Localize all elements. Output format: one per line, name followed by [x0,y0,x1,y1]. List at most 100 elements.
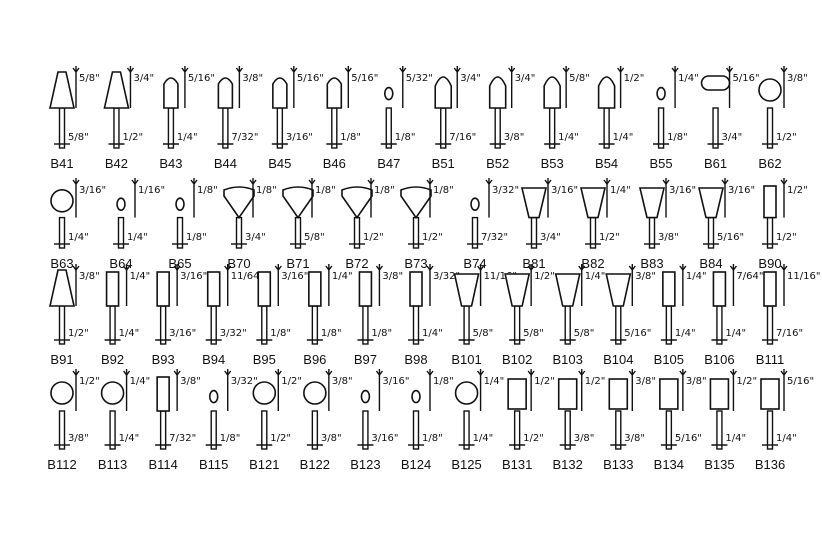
tool-item: 5/16"1/8"B46 [323,66,378,171]
head-dimension: 1/8" [256,185,277,196]
arrow-down-icon [780,179,788,186]
head-dimension: 3/32" [492,185,519,196]
shank-dimension: 1/4" [119,433,140,444]
tool-item: 3/32"1/8"B115 [199,369,258,472]
shank-dimension: 1/4" [725,328,746,339]
inverted-cone-head [554,273,581,307]
tool-code: B73 [404,256,427,271]
cylinder-head [105,271,120,307]
arrow-down-icon [477,370,485,377]
tool-item: 11/16"5/8"B101 [451,264,517,367]
shank-dimension: 5/8" [523,328,544,339]
tool-code: B97 [354,352,377,367]
arrow-down-icon [123,265,131,272]
arrow-down-icon [527,370,535,377]
arrow-down-icon [671,67,679,74]
shank-dimension: 3/8" [321,433,342,444]
tool-code: B43 [159,156,182,171]
small-head [411,389,421,404]
arrow-down-icon [72,179,80,186]
shank [58,216,66,249]
arrow-down-icon [274,370,282,377]
tool-code: B135 [704,457,734,472]
head-dimension: 5/16" [787,376,814,387]
shank-dimension: 1/8" [186,232,207,243]
tool-row: 1/2"3/8"B1121/4"1/4"B1133/8"7/32"B1143/3… [47,369,814,472]
tool-code: B41 [50,156,73,171]
shank-dimension: 1/4" [613,132,634,143]
square-head [557,378,578,410]
head-dimension: 1/8" [433,376,454,387]
inverted-cone-head [453,273,480,307]
tool-code: B96 [303,352,326,367]
cylinder-head [206,271,221,307]
tool-code: B95 [253,352,276,367]
shank-dimension: 1/4" [422,328,443,339]
arrow-down-icon [235,67,243,74]
tool-code: B105 [654,352,684,367]
arrow-down-icon [780,265,788,272]
tool-item: 5/16"1/4"B43 [159,66,215,171]
round-head [163,77,179,109]
small-head [383,86,394,101]
arrow-down-icon [662,179,670,186]
arrow-down-icon [173,370,181,377]
square-head [709,378,730,410]
cylinder-head [763,271,777,307]
tool-code: B103 [553,352,583,367]
tool-code: B52 [486,156,509,171]
shank [385,107,392,149]
tool-code: B111 [756,352,784,367]
arrow-down-icon [224,265,232,272]
tool-code: B121 [249,457,279,472]
shank [716,410,723,450]
head-dimension: 11/64" [231,271,264,282]
shank [712,107,719,149]
shank [362,410,369,450]
shank [471,216,479,249]
tool-item: 3/8"1/2"B91 [49,264,100,367]
shank-dimension: 3/8" [504,132,525,143]
head-dimension: 1/2" [79,376,100,387]
wheel-head [400,186,432,220]
shank-dimension: 1/2" [523,433,544,444]
cylinder-head [156,271,170,307]
shank [564,410,571,450]
shank-dimension: 1/4" [473,433,494,444]
arrow-down-icon [173,265,181,272]
tool-code: B64 [109,256,132,271]
head-dimension: 11/16" [787,271,820,282]
inverted-cone-head [697,187,725,219]
arrow-down-icon [679,265,687,272]
tool-item: 1/8"1/8"B124 [401,369,454,472]
shank-dimension: 1/4" [119,328,140,339]
tool-item: 3/8"1/8"B97 [354,264,403,367]
tool-code: B71 [286,256,309,271]
head-dimension: 5/8" [569,73,590,84]
tool-item: 3/16"3/16"B123 [350,369,409,472]
head-dimension: 1/2" [736,376,757,387]
head-dimension: 3/16" [551,185,578,196]
arrow-down-icon [367,179,375,186]
shank-dimension: 5/8" [304,232,325,243]
tool-code: B90 [758,256,781,271]
arrow-down-icon [729,370,737,377]
arrow-down-icon [453,67,461,74]
shank-dimension: 1/4" [68,232,89,243]
inverted-cone-head [520,187,548,219]
tool-code: B45 [268,156,291,171]
tool-item: 11/16"7/16"B111 [756,264,820,367]
tool-code: B131 [502,457,532,472]
square-head [608,378,629,410]
arrow-down-icon [477,265,485,272]
tool-row: 5/8"5/8"B413/4"1/2"B425/16"1/4"B433/8"7/… [49,66,808,171]
cylinder-head [358,271,373,307]
shank [311,410,319,450]
tool-item: 3/8"5/16"B134 [654,369,707,472]
bullet-head [434,76,453,109]
tool-item: 1/2"5/8"B102 [502,264,555,367]
cylinder-head [763,185,777,219]
tool-item: 3/8"5/16"B104 [603,264,656,367]
arrow-down-icon [190,179,198,186]
tool-item: 3/8"3/8"B122 [300,369,353,472]
